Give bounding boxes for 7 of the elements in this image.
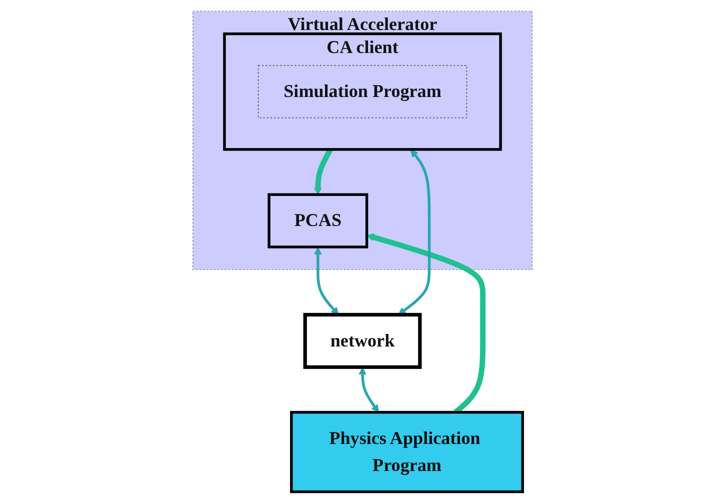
node-box: network xyxy=(303,312,422,368)
node-box: PCAS xyxy=(268,192,368,248)
node-box: Physics Application Program xyxy=(290,410,524,493)
node-box: Simulation Program xyxy=(258,64,468,118)
arrow xyxy=(398,148,431,315)
arrow xyxy=(314,246,339,315)
arrow xyxy=(358,366,379,412)
